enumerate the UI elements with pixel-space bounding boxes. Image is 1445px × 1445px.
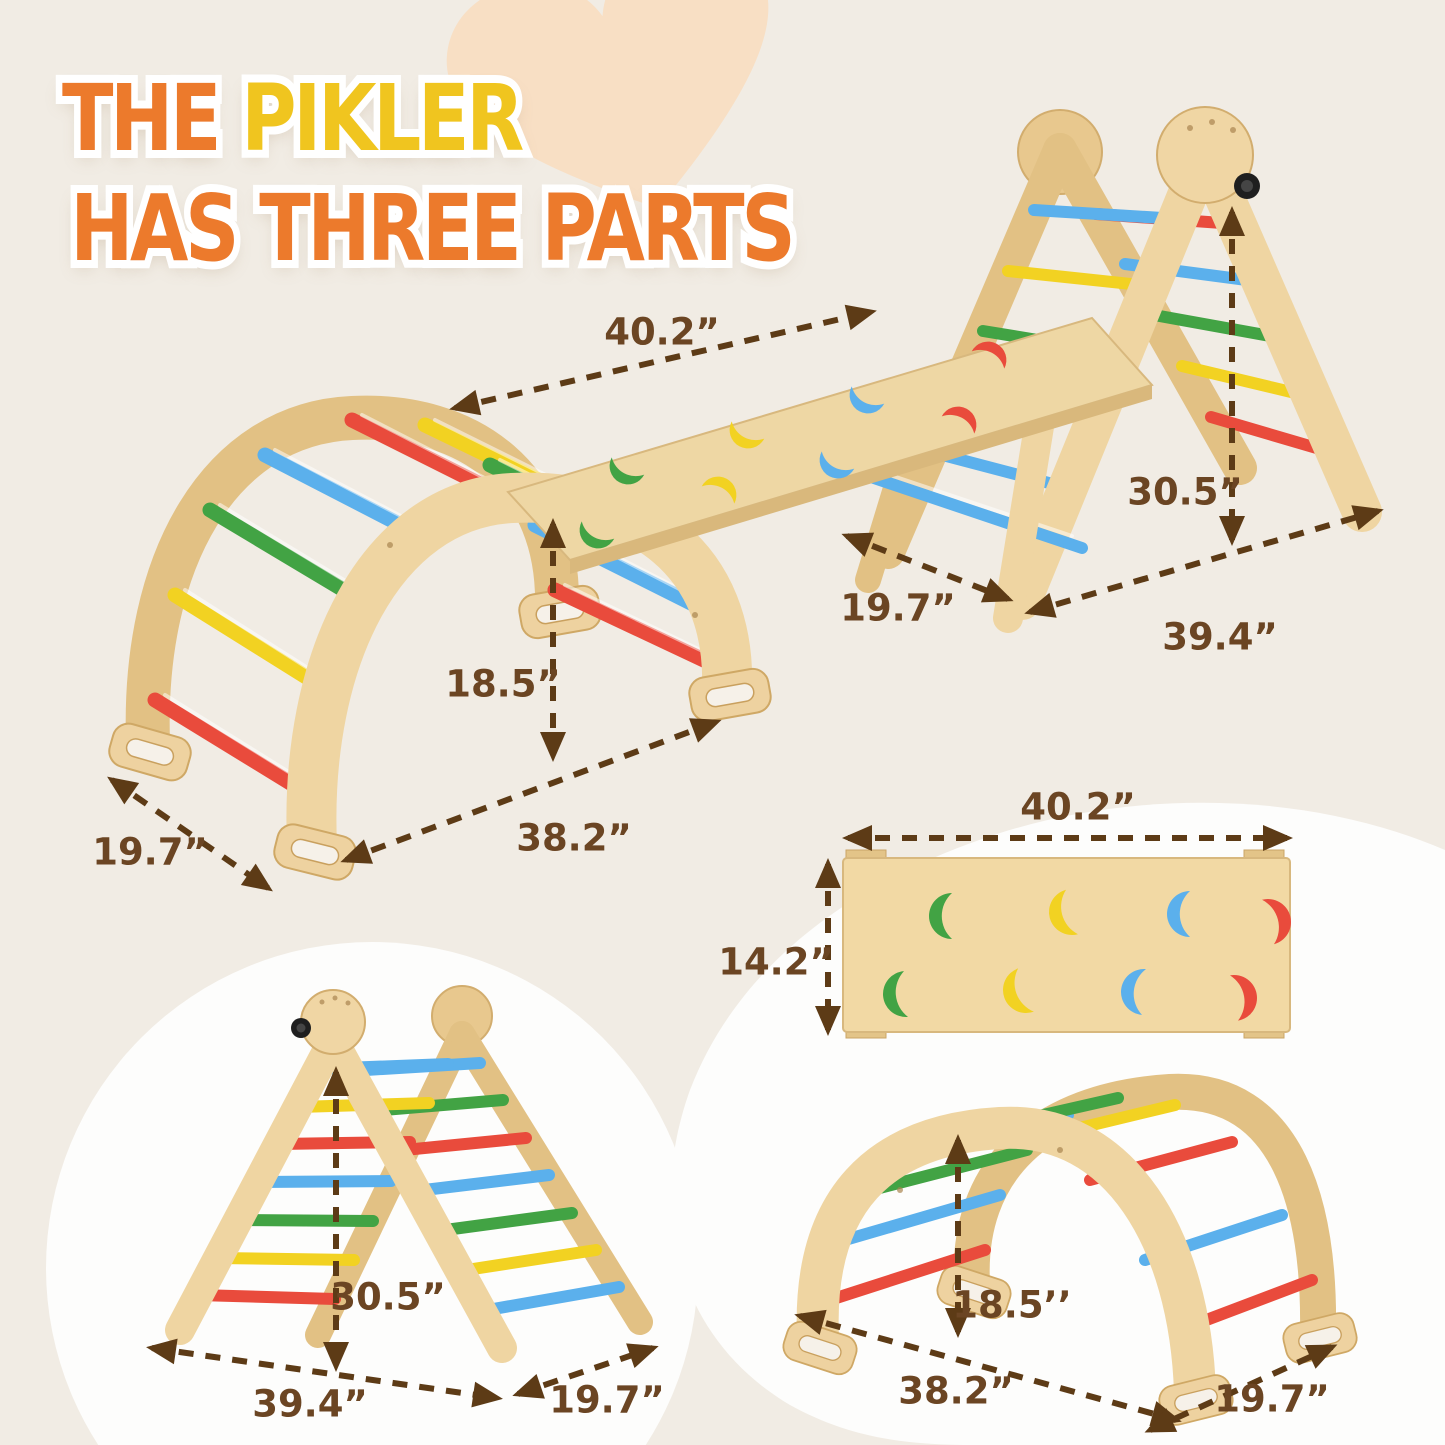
dim-inset-arch-depth: 19.7” <box>1214 1377 1330 1421</box>
title-line2: HAS THREE PARTS <box>70 175 795 282</box>
lock-knob <box>291 1018 311 1038</box>
dim-inset-triangle-width: 39.4” <box>252 1382 368 1426</box>
dim-inset-arch-height: 18.5’’ <box>952 1283 1072 1327</box>
dim-main-ramp-length: 40.2” <box>604 310 720 354</box>
dimension-arrows <box>107 206 1384 1433</box>
ramp-top-view <box>842 849 1297 1039</box>
dim-main-arch-depth: 19.7” <box>92 830 208 874</box>
dim-inset-arch-width: 38.2” <box>898 1369 1014 1413</box>
page-title: THE PIKLER HAS THREE PARTS <box>62 64 796 284</box>
dim-main-triangle-depth: 19.7” <box>840 586 956 630</box>
dim-main-triangle-height: 30.5” <box>1127 470 1243 514</box>
dim-main-arch-width: 38.2” <box>516 816 632 860</box>
lock-knob <box>1234 173 1260 199</box>
dim-main-triangle-width: 39.4” <box>1162 615 1278 659</box>
dim-main-arch-height: 18.5” <box>445 662 561 706</box>
title-pikler: PIKLER <box>241 65 524 172</box>
dim-inset-ramp-width: 14.2” <box>718 940 834 984</box>
dim-inset-ramp-length: 40.2” <box>1020 785 1136 829</box>
heart-icon <box>446 0 769 208</box>
dim-inset-triangle-height: 30.5” <box>330 1275 446 1319</box>
dim-inset-triangle-depth: 19.7” <box>549 1378 665 1422</box>
page-title-outline: THE PIKLER HAS THREE PARTS <box>55 57 802 290</box>
title-the: THE <box>62 65 222 172</box>
